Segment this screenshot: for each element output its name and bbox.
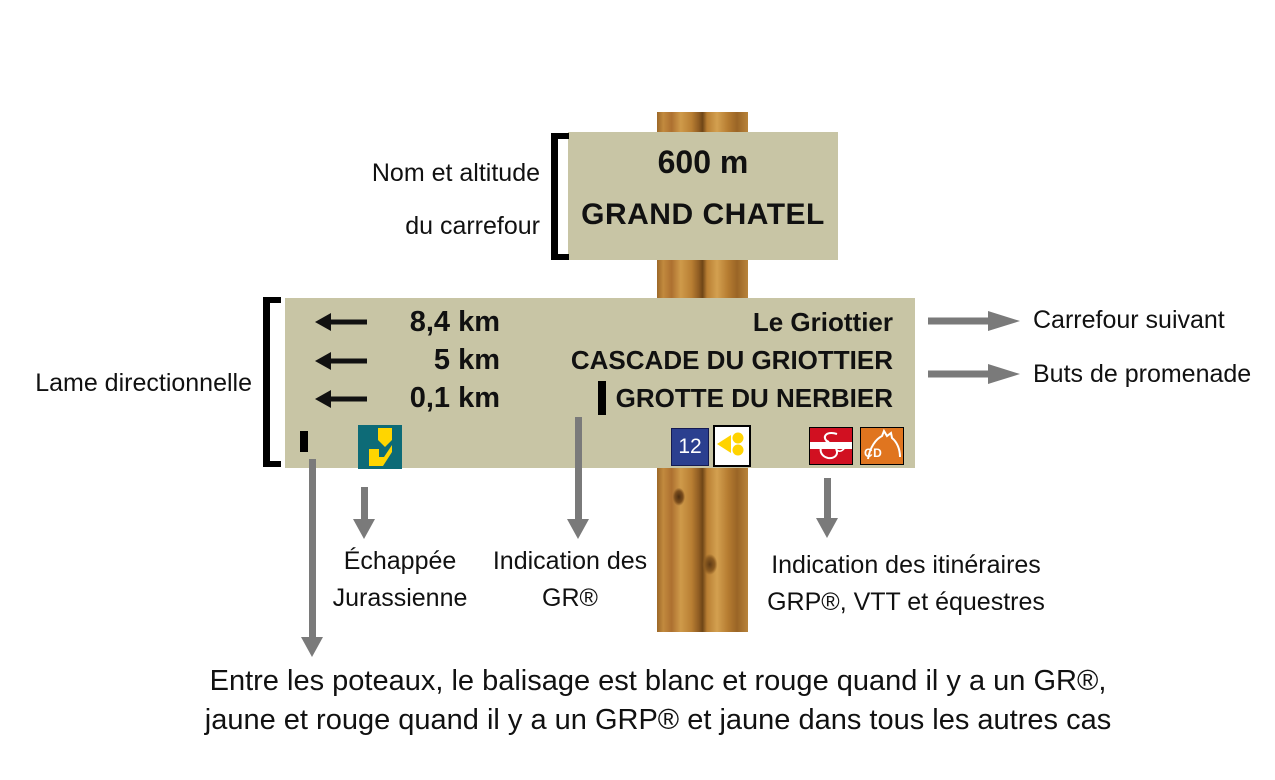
caption-line: du carrefour [405, 212, 540, 240]
directional-blade-sign: 8,4 km 5 km 0,1 km Le Griottier CASCADE … [285, 298, 915, 469]
destination-row: CASCADE DU GRIOTTIER [505, 341, 893, 379]
left-arrow-icon [315, 313, 367, 331]
caption-line: Nom et altitude [371, 159, 540, 187]
blade-bracket [263, 297, 281, 467]
destination-text: CASCADE DU GRIOTTIER [570, 344, 893, 375]
down-arrow-icon [575, 417, 582, 519]
altitude-text: 600 m [657, 144, 749, 180]
next-junction-caption: Carrefour suivant [1033, 306, 1225, 334]
equestrian-label: CD [864, 446, 883, 460]
down-arrow-icon [361, 487, 368, 519]
vtt-icon [713, 425, 751, 467]
junction-name-sign: 600 m GRAND CHATEL [568, 132, 838, 260]
grp-logo-icon [809, 427, 853, 465]
junction-name-text: GRAND CHATEL [581, 198, 825, 231]
walk-destinations-caption: Buts de promenade [1033, 360, 1252, 388]
gr-balise-icon [300, 431, 308, 452]
right-arrow-icon [928, 364, 1020, 384]
echappee-caption: Échappée Jurassienne [332, 547, 468, 612]
destination-column: Le Griottier CASCADE DU GRIOTTIER GROTTE… [505, 303, 893, 417]
route-number-badge: 12 [671, 428, 709, 466]
distance-value: 8,4 km [409, 306, 500, 338]
top-sign-caption: Nom et altitude du carrefour [280, 147, 540, 253]
equestrian-icon: CD [860, 427, 904, 465]
destination-row: GROTTE DU NERBIER [505, 379, 893, 417]
itineraries-caption: Indication des itinéraires GRP®, VTT et … [767, 551, 1045, 616]
gr-balise-icon [597, 380, 606, 415]
footer-explanation: Entre les poteaux, le balisage est blanc… [204, 665, 1112, 736]
right-arrow-icon [928, 311, 1020, 331]
destination-row: Le Griottier [505, 303, 893, 341]
down-arrow-icon [824, 478, 831, 518]
left-arrow-icon [315, 352, 367, 370]
echappee-jurassienne-icon [358, 425, 402, 469]
distance-value: 5 km [433, 344, 500, 376]
destination-text: Le Griottier [752, 306, 893, 337]
distance-column: 8,4 km 5 km 0,1 km [325, 303, 500, 417]
left-arrow-icon [315, 390, 367, 408]
distance-value: 0,1 km [409, 382, 500, 414]
destination-text: GROTTE DU NERBIER [615, 382, 893, 413]
down-arrow-icon [309, 459, 316, 637]
gr-caption: Indication des GR® [492, 547, 648, 612]
top-sign-bracket [551, 133, 569, 260]
blade-caption: Lame directionnelle [35, 369, 252, 397]
